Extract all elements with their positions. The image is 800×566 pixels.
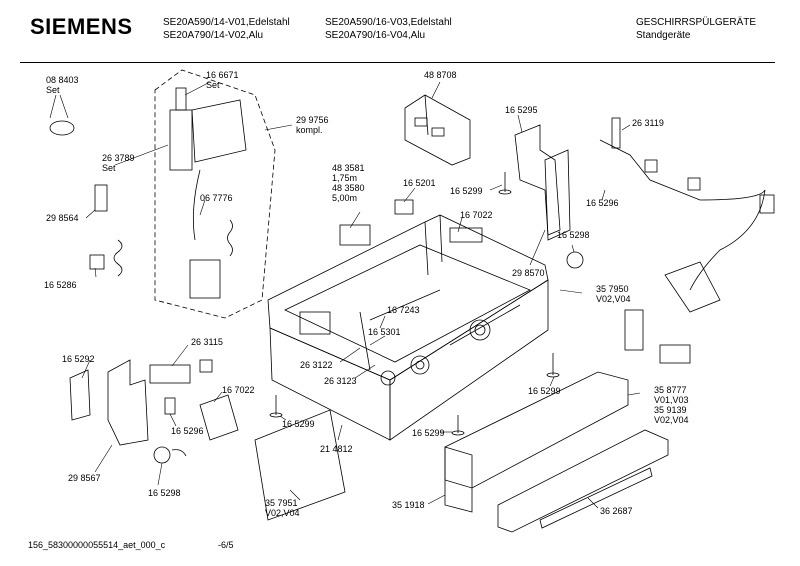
part-label: 16 5296	[586, 198, 619, 208]
part-label: 29 8567	[68, 473, 101, 483]
part-label: 16 7022	[460, 210, 493, 220]
part-label: 16 5286	[44, 280, 77, 290]
part-label: 35 1918	[392, 500, 425, 510]
model-line: SE20A790/14-V02,Alu	[163, 30, 264, 41]
part-label: 29 8570	[512, 268, 545, 278]
part-label: 16 5298	[557, 230, 590, 240]
part-label: 16 7243	[387, 305, 420, 315]
part-label: 16 5296	[171, 426, 204, 436]
part-label: 16 5295	[505, 105, 538, 115]
part-label: 36 2687	[600, 506, 633, 516]
part-label: 29 8564	[46, 213, 79, 223]
part-label: 16 5201	[403, 178, 436, 188]
part-label: 16 5299	[412, 428, 445, 438]
part-label: 16 5299	[282, 419, 315, 429]
part-label: 16 5298	[148, 488, 181, 498]
part-label: 26 3122	[300, 360, 333, 370]
part-label: 16 5292	[62, 354, 95, 364]
model-line: SE20A590/16-V03,Edelstahl	[325, 17, 452, 28]
header-rule	[20, 62, 775, 63]
category-line: Standgeräte	[636, 30, 691, 41]
model-line: SE20A590/14-V01,Edelstahl	[163, 17, 290, 28]
base-tub	[267, 214, 549, 441]
part-label: 06 7776	[200, 193, 233, 203]
brand-logo: SIEMENS	[30, 14, 133, 39]
part-label: 16 7022	[222, 385, 255, 395]
model-list-1: SE20A590/14-V01,Edelstahl SE20A790/14-V0…	[163, 16, 290, 42]
part-label: 26 3119	[632, 118, 664, 128]
wiring-harness-drawing	[599, 117, 775, 364]
model-list-2: SE20A590/16-V03,Edelstahl SE20A790/16-V0…	[325, 16, 452, 42]
part-label: 26 3123	[324, 376, 357, 386]
document-id: 156_58300000055514_aet_000_c	[28, 540, 166, 550]
part-label: 16 5299	[450, 186, 483, 196]
left-parts-drawing	[69, 359, 239, 464]
part-label: 26 3115	[191, 337, 223, 347]
inlet-valve-drawing	[169, 87, 247, 299]
part-label: 21 4812	[320, 444, 353, 454]
page-number: -6/5	[218, 540, 234, 550]
category: GESCHIRRSPÜLGERÄTE Standgeräte	[636, 16, 756, 42]
screw-drawing	[269, 172, 560, 436]
part-488708-drawing	[404, 94, 471, 166]
part-label: 48 8708	[424, 70, 457, 80]
set-frame	[154, 69, 276, 319]
plinth-drawing	[254, 371, 669, 533]
category-line: GESCHIRRSPÜLGERÄTE	[636, 17, 757, 28]
part-label: 16 5299	[528, 386, 561, 396]
leader-lines	[49, 81, 641, 509]
part-label: 16 5301	[368, 327, 401, 337]
right-bracket-drawing	[514, 124, 584, 269]
model-line: SE20A790/16-V04,Alu	[325, 30, 426, 41]
